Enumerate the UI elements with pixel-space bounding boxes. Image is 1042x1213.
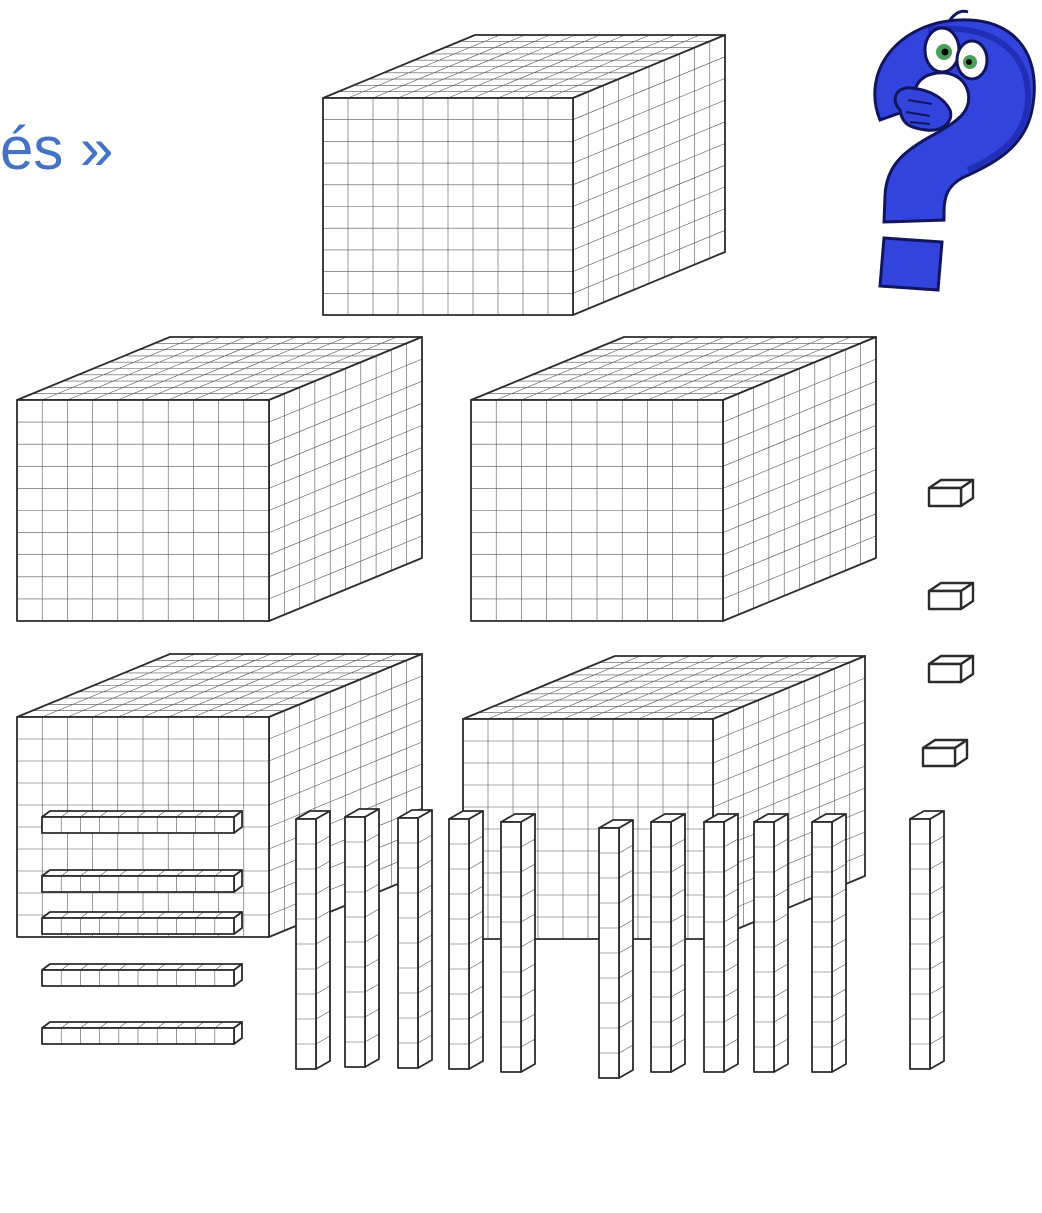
unit-cube [929, 656, 973, 682]
unit-cube [929, 583, 973, 609]
ten-rod [501, 814, 535, 1072]
hundred-flat [42, 964, 242, 986]
ten-rod [704, 814, 738, 1072]
ten-rod [345, 809, 379, 1067]
hundred-flat [42, 912, 242, 934]
ten-rod [910, 811, 944, 1069]
ten-rod [812, 814, 846, 1072]
unit-cube [929, 480, 973, 506]
hundred-flat [42, 870, 242, 892]
thousand-cube [17, 337, 422, 621]
thousand-cube [471, 337, 876, 621]
hundred-flat [42, 1022, 242, 1044]
unit-cube [923, 740, 967, 766]
hundred-flat [42, 811, 242, 833]
ten-rod [599, 820, 633, 1078]
ten-rod [296, 811, 330, 1069]
ten-rod [754, 814, 788, 1072]
ten-rod [651, 814, 685, 1072]
ten-rod [449, 811, 483, 1069]
thousand-cube [323, 35, 725, 315]
question-mark-character-icon [875, 11, 1035, 290]
ten-rod [398, 810, 432, 1068]
